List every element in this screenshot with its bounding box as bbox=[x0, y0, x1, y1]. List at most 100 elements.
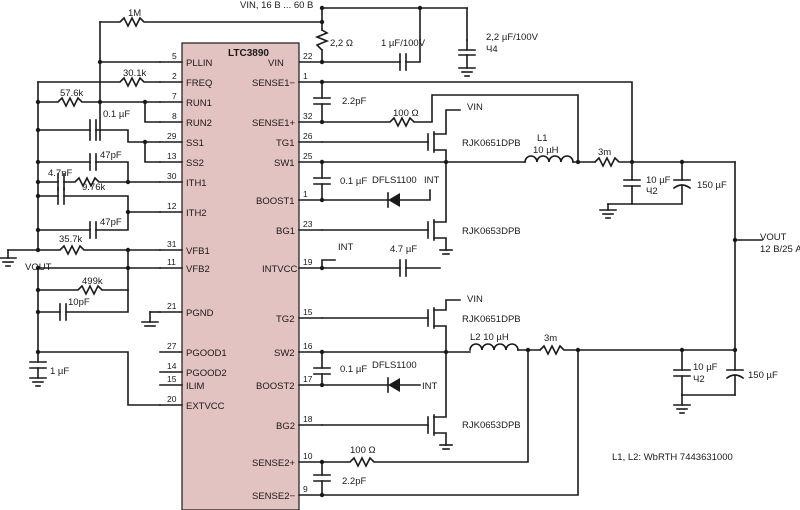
diode-a-label: DFLS1100 bbox=[372, 175, 417, 186]
diode-b-label: DFLS1100 bbox=[372, 360, 417, 371]
vin-short-a-label: VIN bbox=[467, 102, 483, 113]
left-pins bbox=[159, 61, 183, 406]
pin-num-25: 25 bbox=[303, 151, 313, 161]
r-9-76k-label: 9.76k bbox=[82, 182, 105, 193]
pin-boost1: BOOST1 bbox=[256, 196, 295, 207]
pin-num-27: 27 bbox=[167, 341, 177, 351]
pin-extvcc: EXTVCC bbox=[186, 401, 225, 412]
pin-sense2-minus: SENSE2− bbox=[252, 491, 295, 502]
pin-pgnd: PGND bbox=[186, 308, 214, 319]
pin-num-32: 32 bbox=[303, 111, 313, 121]
pin-bg2: BG2 bbox=[276, 421, 295, 432]
r-100-a-label: 100 Ω bbox=[393, 108, 419, 119]
output-bus bbox=[732, 161, 763, 351]
c-0-1uf-b2-label: 0.1 µF bbox=[340, 364, 367, 375]
channel1-wiring bbox=[313, 79, 736, 277]
pin-num-21: 21 bbox=[167, 301, 177, 311]
pin-ss1: SS1 bbox=[186, 138, 204, 149]
c-10pf-label: 10pF bbox=[68, 297, 90, 308]
pin-num-22: 22 bbox=[303, 51, 313, 61]
pin-boost2: BOOST2 bbox=[256, 381, 295, 392]
inductor-l1-label: L1 bbox=[537, 133, 548, 144]
c-47pf-a-label: 47pF bbox=[100, 150, 122, 161]
left-pin-labels: PLLIN FREQ RUN1 RUN2 SS1 SS2 ITH1 ITH2 V… bbox=[186, 58, 227, 412]
pin-num-26: 26 bbox=[303, 131, 313, 141]
r-3m-a-label: 3m bbox=[598, 147, 611, 158]
c-2-2pf-b-label: 2.2pF bbox=[342, 476, 366, 487]
vout-spec: 12 В/25 A bbox=[760, 244, 800, 255]
c-1uf-b-label: 1 µF bbox=[50, 366, 69, 377]
c-10uf-b-count: Ч2 bbox=[693, 374, 705, 385]
mosfet-tg1-label: RJK0651DPB bbox=[462, 138, 521, 149]
r-35-7k-label: 35.7k bbox=[59, 234, 82, 245]
inductor-note: L1, L2: WbRTH 7443631000 bbox=[612, 452, 733, 463]
pin-pgood1: PGOOD1 bbox=[186, 348, 227, 359]
mosfet-tg2-label: RJK0651DPB bbox=[462, 314, 521, 325]
r-2p2-label: 2,2 Ω bbox=[330, 38, 353, 49]
pin-run1: RUN1 bbox=[186, 98, 212, 109]
pin-num-18: 18 bbox=[303, 414, 313, 424]
pin-num-29: 29 bbox=[167, 131, 177, 141]
pin-tg1: TG1 bbox=[276, 138, 294, 149]
channel2-wiring bbox=[313, 299, 745, 498]
pin-num-13: 13 bbox=[167, 151, 177, 161]
vout-left-label: VOUT bbox=[25, 262, 52, 273]
pin-pgood2: PGOOD2 bbox=[186, 368, 227, 379]
channel2-labels: VIN RJK0651DPB L2 10 µH 3m 0.1 µF DFLS11… bbox=[340, 294, 778, 487]
c-10uf-b-label: 10 µF bbox=[693, 362, 718, 373]
r-499k-label: 499k bbox=[82, 276, 103, 287]
pin-sw2: SW2 bbox=[274, 348, 295, 359]
pin-ss2: SS2 bbox=[186, 158, 204, 169]
mosfet-bg1-label: RJK0653DPB bbox=[462, 226, 521, 237]
mosfet-bg2-label: RJK0653DPB bbox=[462, 420, 521, 431]
vin-short-b-label: VIN bbox=[467, 294, 483, 305]
pin-num-11: 11 bbox=[167, 257, 176, 267]
left-wiring bbox=[0, 59, 161, 406]
pin-num-9: 9 bbox=[303, 484, 308, 494]
pin-vfb2: VFB2 bbox=[186, 264, 210, 275]
pin-num-16: 16 bbox=[303, 341, 313, 351]
pin-num-7: 7 bbox=[172, 91, 177, 101]
pin-num-15r: 15 bbox=[303, 307, 313, 317]
pin-sense1-minus: SENSE1− bbox=[252, 78, 295, 89]
c-2p2uf-count: Ч4 bbox=[486, 44, 498, 55]
left-pin-numbers: 5 2 7 8 29 13 30 12 31 11 21 27 14 15 20 bbox=[167, 51, 177, 404]
c-10uf-a-count: Ч2 bbox=[646, 186, 658, 197]
pin-num-15l: 15 bbox=[167, 374, 177, 384]
int-c-label: INT bbox=[422, 381, 438, 392]
pin-intvcc: INTVCC bbox=[262, 264, 298, 275]
resistor-1m bbox=[99, 16, 325, 141]
pin-num-30: 30 bbox=[167, 171, 177, 181]
r-57-6k-label: 57.6k bbox=[60, 88, 83, 99]
int-b-label: INT bbox=[338, 242, 354, 253]
r-3m-b-label: 3m bbox=[544, 333, 557, 344]
pin-ith1: ITH1 bbox=[186, 178, 207, 189]
pin-vin: VIN bbox=[268, 58, 284, 69]
pin-bg1: BG1 bbox=[276, 226, 295, 237]
c-1uf-label: 1 µF/100V bbox=[381, 38, 426, 49]
pin-freq: FREQ bbox=[186, 78, 212, 89]
r-1m-label: 1M bbox=[128, 8, 141, 19]
pin-num-19: 19 bbox=[303, 257, 313, 267]
vin-label: VIN, 16 В ... 60 В bbox=[240, 0, 313, 11]
pin-num-14: 14 bbox=[167, 361, 177, 371]
pin-num-1a: 1 bbox=[303, 71, 308, 81]
pin-pllin: PLLIN bbox=[186, 58, 213, 69]
pin-ith2: ITH2 bbox=[186, 208, 207, 219]
pin-sense1-plus: SENSE1+ bbox=[252, 118, 295, 129]
vin-rail bbox=[299, 5, 468, 63]
c-150uf-b-label: 150 µF bbox=[748, 370, 778, 381]
pin-num-12: 12 bbox=[167, 201, 177, 211]
vout-label: VOUT bbox=[760, 232, 787, 243]
inductor-l1-value: 10 µH bbox=[533, 145, 559, 156]
pin-num-5: 5 bbox=[172, 51, 177, 61]
c-2p2uf-label: 2,2 µF/100V bbox=[486, 32, 539, 43]
right-pin-numbers: 22 1 32 26 25 1 23 19 15 16 17 18 10 9 bbox=[303, 51, 313, 494]
pin-num-2: 2 bbox=[172, 71, 177, 81]
c-4-7uf-label: 4.7 µF bbox=[390, 244, 417, 255]
capacitor-1uf-100v bbox=[319, 39, 421, 71]
c-0-1uf-ss-label: 0.1 µF bbox=[103, 109, 130, 120]
c-47pf-b-label: 47pF bbox=[100, 217, 122, 228]
